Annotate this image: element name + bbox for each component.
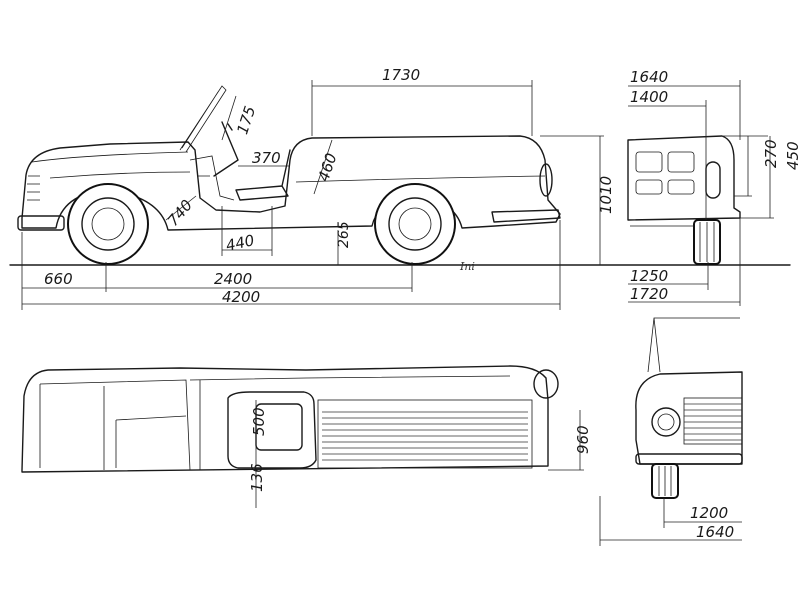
dim-line-450 xyxy=(740,136,774,219)
dim-line-270 xyxy=(722,135,768,197)
dim-740: 740 xyxy=(164,196,196,230)
rear-panel-2 xyxy=(667,151,695,173)
front-view-bumper xyxy=(635,453,743,465)
rear-panel-1 xyxy=(635,151,663,173)
dim-line-740 xyxy=(165,195,197,221)
dim-2400: 2400 xyxy=(214,270,252,288)
top-view: 500 136 960 xyxy=(21,365,592,508)
front-wheel xyxy=(67,183,149,265)
dim-1730: 1730 xyxy=(382,66,420,84)
dim-line-440 xyxy=(221,206,273,256)
dim-line-1640-bottom xyxy=(599,496,742,546)
headlight xyxy=(651,407,681,437)
front-bumper xyxy=(17,215,65,231)
top-body-outline xyxy=(21,365,549,473)
dim-136: 136 xyxy=(248,463,266,492)
dim-960: 960 xyxy=(574,425,592,454)
dim-line-4200 xyxy=(22,220,561,310)
front-body-outline xyxy=(635,371,743,465)
dim-line-1720 xyxy=(628,218,741,306)
dim-line-1200 xyxy=(663,498,742,528)
top-deck-panel xyxy=(317,399,533,469)
rear-wheel xyxy=(374,183,456,265)
dim-1640-top: 1640 xyxy=(630,68,668,86)
rear-hub xyxy=(388,197,442,251)
dim-1400: 1400 xyxy=(630,88,668,106)
dashboard xyxy=(189,155,235,201)
windshield xyxy=(179,85,227,153)
seat xyxy=(235,149,291,201)
rear-panel-4 xyxy=(667,179,695,195)
rear-body-outline xyxy=(627,135,741,221)
front-hub xyxy=(81,197,135,251)
rear-tail-light xyxy=(705,161,721,199)
top-tail-cap xyxy=(533,369,559,399)
top-deck-hatch xyxy=(322,411,528,461)
dim-line-660 xyxy=(21,232,107,310)
dim-1720: 1720 xyxy=(630,285,668,303)
front-grille-bars xyxy=(684,403,742,441)
dim-line-1640-top xyxy=(628,80,741,140)
top-side-line xyxy=(189,375,511,470)
dim-440: 440 xyxy=(224,231,256,255)
dim-line-460 xyxy=(313,139,333,195)
dim-line-960 xyxy=(548,410,584,471)
dim-line-1730 xyxy=(311,80,533,136)
dim-line-2400 xyxy=(106,262,413,292)
steering-wheel xyxy=(213,121,239,177)
top-hood-panel xyxy=(39,379,191,471)
dim-265: 265 xyxy=(336,221,352,248)
dim-1250: 1250 xyxy=(630,267,668,285)
rear-panel-3 xyxy=(635,179,663,195)
rear-bumper xyxy=(491,209,561,223)
dim-500: 500 xyxy=(250,407,268,436)
dim-660: 660 xyxy=(44,270,73,288)
top-cockpit xyxy=(227,391,317,469)
dim-450: 450 xyxy=(784,141,800,170)
hood-line xyxy=(31,151,189,163)
artist-signature: Ini xyxy=(459,260,475,273)
dim-1010: 1010 xyxy=(597,176,615,214)
front-view: 1200 1640 xyxy=(599,317,743,546)
dim-175: 175 xyxy=(233,104,259,137)
dim-370: 370 xyxy=(252,149,281,167)
front-grille xyxy=(683,397,743,445)
dim-4200: 4200 xyxy=(222,288,260,306)
dim-1200: 1200 xyxy=(690,504,728,522)
dim-270: 270 xyxy=(762,139,780,168)
headlight-inner xyxy=(657,413,675,431)
dim-line-1250 xyxy=(628,262,709,290)
dim-line-1400 xyxy=(628,100,707,220)
rear-view: 1640 1400 270 450 1250 1720 xyxy=(627,68,800,306)
dim-460: 460 xyxy=(314,151,340,184)
dim-line-175 xyxy=(221,95,237,141)
dim-line-1010 xyxy=(540,135,604,265)
side-view: 1730 175 370 460 740 440 265 1010 660 24… xyxy=(9,66,791,310)
dim-1640-bottom: 1640 xyxy=(696,523,734,541)
side-accent-line xyxy=(49,171,546,183)
top-hood-crease xyxy=(115,415,187,468)
front-hubcap xyxy=(91,207,125,241)
rear-hubcap xyxy=(398,207,432,241)
side-tail-light xyxy=(539,163,553,197)
front-windshield xyxy=(647,317,740,373)
side-grille xyxy=(27,175,40,201)
